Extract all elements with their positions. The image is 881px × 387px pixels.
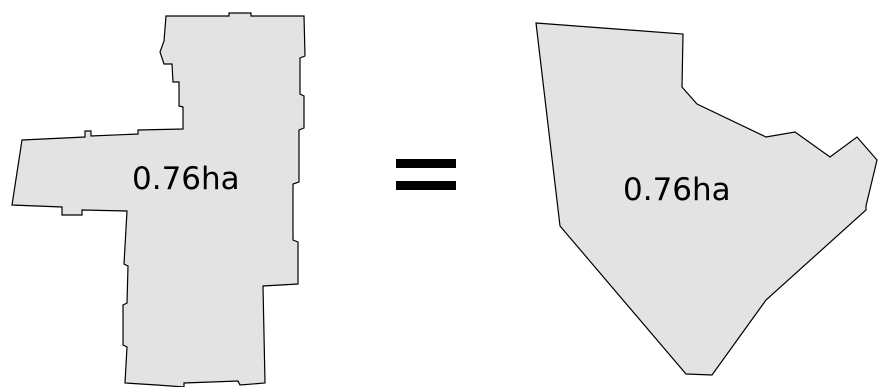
right-parcel-area-label: 0.76ha — [623, 172, 731, 208]
equals-sign-top-bar — [396, 159, 456, 168]
equals-sign — [396, 159, 456, 190]
equals-sign-bottom-bar — [396, 181, 456, 190]
right-parcel-group: 0.76ha — [535, 22, 878, 376]
right-parcel-shape — [535, 22, 878, 376]
left-parcel-group: 0.76ha — [11, 12, 306, 387]
left-parcel-shape — [11, 12, 306, 387]
left-parcel-area-label: 0.76ha — [132, 161, 240, 197]
